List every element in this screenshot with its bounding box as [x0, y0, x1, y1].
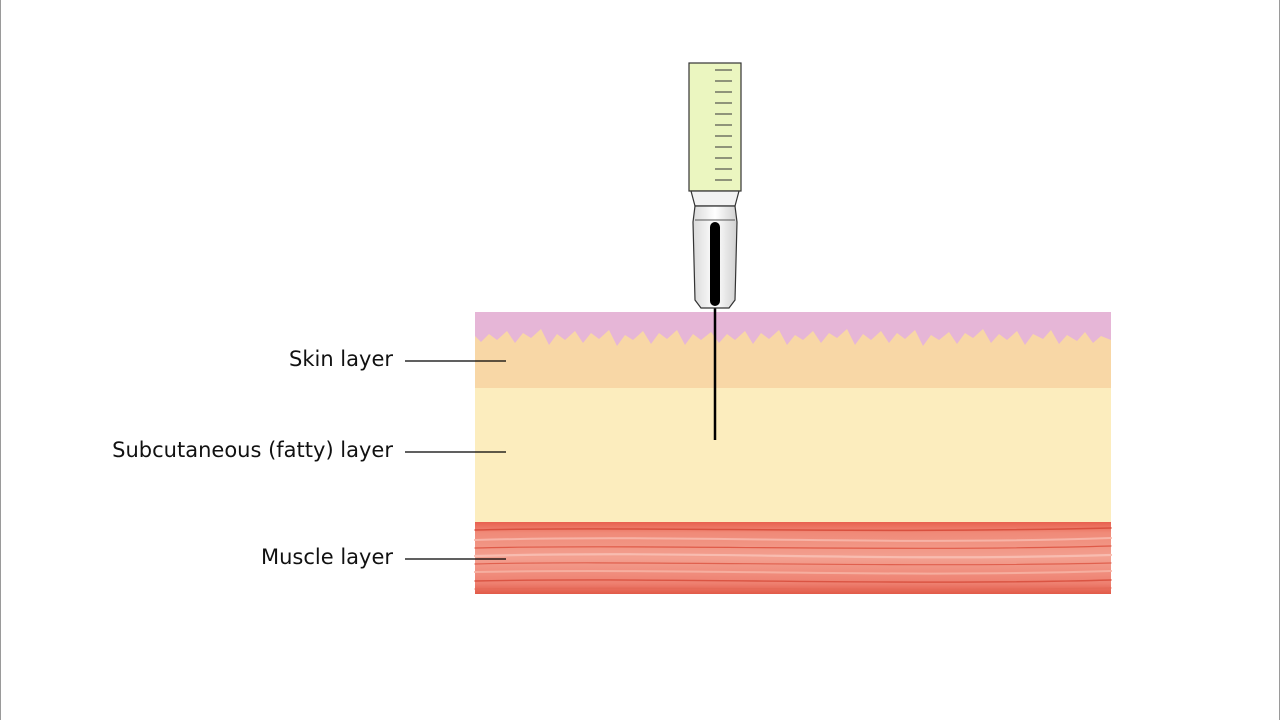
muscle-layer: [475, 522, 1111, 594]
syringe-tip: [690, 190, 740, 207]
needle-inner: [710, 222, 720, 306]
subcutaneous-layer-label: Subcutaneous (fatty) layer: [112, 438, 393, 462]
muscle-fibers: [473, 527, 1113, 591]
syringe-icon: [688, 62, 742, 309]
skin-layer-label: Skin layer: [289, 347, 393, 371]
muscle-layer-label: Muscle layer: [260, 545, 393, 569]
syringe-graduations: [715, 69, 732, 181]
epidermis-layer: [475, 312, 1111, 346]
syringe-barrel: [688, 62, 742, 192]
subcutaneous-layer: [475, 386, 1111, 522]
